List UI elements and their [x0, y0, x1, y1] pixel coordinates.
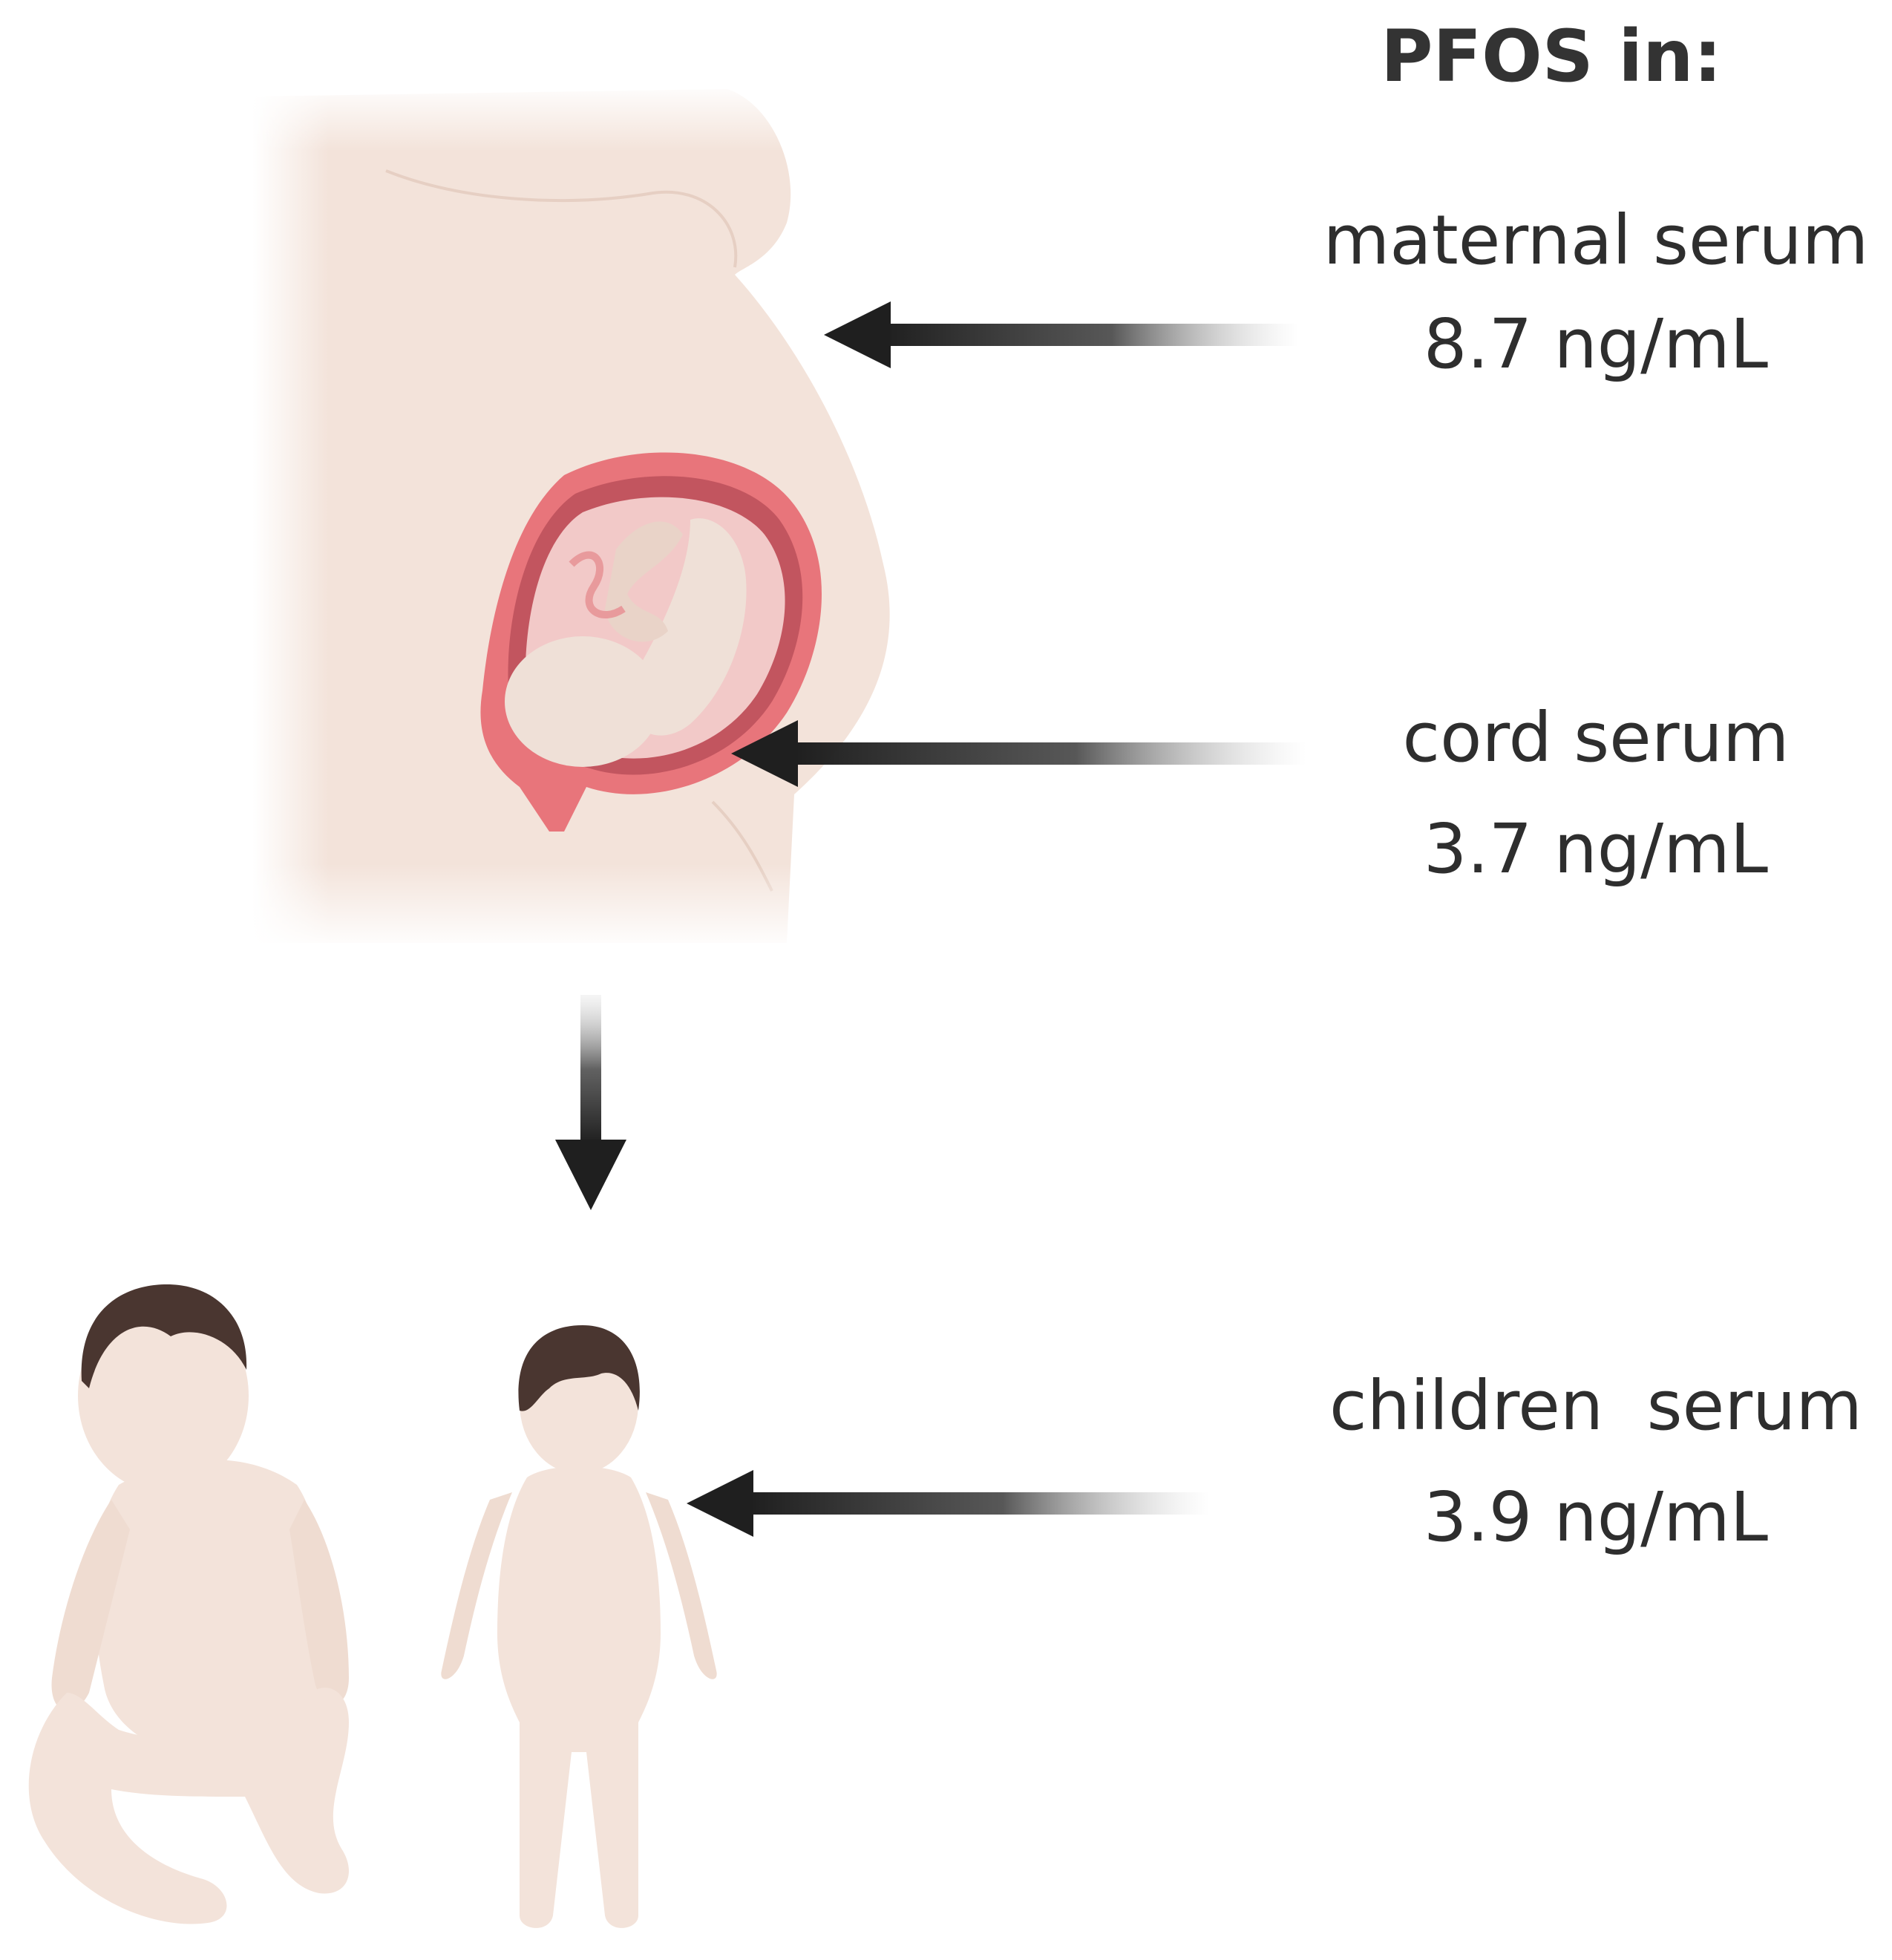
standing-toddler-illustration — [441, 1325, 717, 1928]
baby-arm-left — [51, 1500, 130, 1711]
toddler-body — [497, 1466, 661, 1928]
fetus — [505, 518, 747, 767]
measurement-value-cord: 3.7 ng/mL — [1423, 809, 1769, 889]
baby-head — [78, 1299, 249, 1492]
toddler-arm-right — [646, 1492, 717, 1679]
umbilical-cord — [569, 551, 626, 619]
arrow-children-serum — [687, 1470, 1210, 1537]
measurement-label-cord: cord serum — [1402, 698, 1790, 777]
arrow-maternal-serum — [824, 301, 1299, 368]
arrow-cord-serum — [731, 720, 1306, 787]
measurement-value-maternal: 8.7 ng/mL — [1423, 304, 1769, 384]
fetus-body — [631, 518, 747, 736]
baby-arm-right — [289, 1500, 349, 1705]
measurement-value-children: 3.9 ng/mL — [1423, 1477, 1769, 1557]
diagram-title: PFOS in: — [1381, 15, 1722, 98]
fetus-head — [505, 636, 661, 767]
arrow-down-to-children — [555, 995, 626, 1210]
toddler-arm-left — [441, 1492, 512, 1679]
baby-hair — [81, 1284, 247, 1388]
toddler-hair — [518, 1325, 640, 1411]
baby-legs — [28, 1688, 349, 1924]
measurement-label-maternal: maternal serum — [1323, 200, 1869, 280]
uterus-with-fetus — [480, 452, 822, 832]
baby-torso — [94, 1460, 324, 1760]
sitting-baby-illustration — [28, 1284, 349, 1924]
pregnant-torso-illustration — [245, 82, 890, 950]
measurement-label-children: children serum — [1329, 1366, 1862, 1446]
